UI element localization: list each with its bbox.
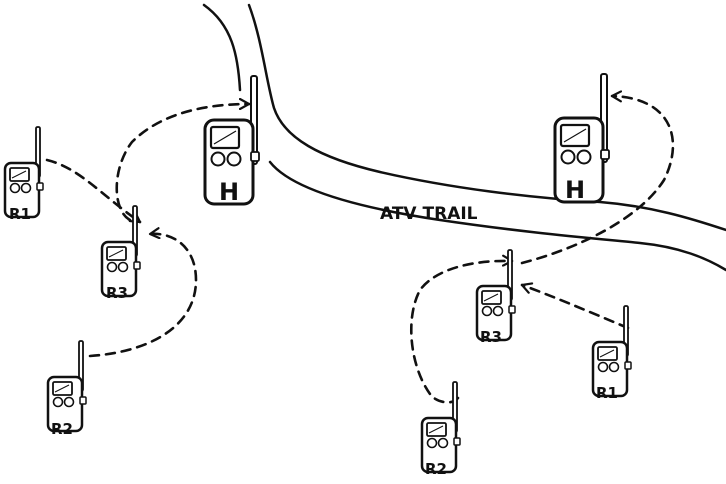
- device-label: R1: [596, 384, 618, 402]
- device-right-r3: R3: [475, 248, 517, 346]
- signal-links: [45, 96, 675, 404]
- device-left-h: H: [203, 74, 261, 206]
- link-right-r1-to-r3: [520, 285, 630, 330]
- device-left-r1: R1: [3, 125, 45, 223]
- trail-edge-lower: [202, 3, 242, 92]
- link-left-r3-to-h: [115, 104, 251, 222]
- device-label: R1: [9, 205, 31, 223]
- atv-trail: ATV TRAIL: [202, 3, 726, 272]
- device-right-h: H: [553, 72, 611, 204]
- device-left-r3: R3: [100, 204, 142, 302]
- trail-edge-upper: [247, 3, 726, 232]
- device-right-r1: R1: [591, 304, 633, 402]
- device-label: H: [219, 178, 239, 206]
- trail-edge-lower-continued: [268, 160, 726, 272]
- device-label: R2: [425, 460, 447, 478]
- device-label: R2: [51, 420, 73, 438]
- device-label: R3: [480, 328, 502, 346]
- device-label: R3: [106, 284, 128, 302]
- link-left-r2-to-r3: [88, 234, 198, 358]
- device-label: H: [565, 176, 585, 204]
- device-right-r2: R2: [420, 380, 462, 478]
- trail-label: ATV TRAIL: [380, 204, 478, 224]
- link-right-r3-to-h: [520, 96, 675, 265]
- link-right-r2-to-r3: [410, 261, 514, 404]
- device-left-r2: R2: [46, 339, 88, 438]
- link-left-r1-to-r3: [45, 158, 142, 224]
